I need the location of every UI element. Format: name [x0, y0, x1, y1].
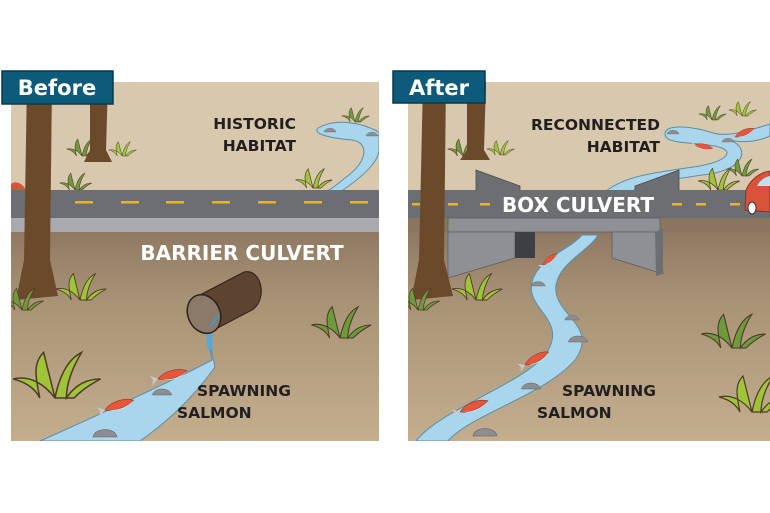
- habitat-label-line2: HABITAT: [587, 138, 661, 156]
- culvert-label: BARRIER CULVERT: [140, 241, 344, 265]
- salmon-label-line1: SPAWNING: [562, 382, 656, 400]
- road-shoulder: [11, 218, 379, 232]
- habitat-label-line1: HISTORIC: [213, 115, 296, 133]
- road: [408, 190, 770, 218]
- culvert-label: BOX CULVERT: [502, 193, 654, 217]
- historic-stream: [316, 121, 379, 193]
- road-dashes: [75, 201, 368, 204]
- salmon-label-line2: SALMON: [177, 404, 252, 422]
- tree-trunk: [411, 82, 453, 300]
- car-icon: [744, 170, 770, 215]
- stream: [415, 234, 599, 441]
- box-culvert-structure: [447, 217, 664, 279]
- after-tag-text: After: [409, 76, 470, 100]
- lower-ground: [11, 222, 379, 441]
- before-tag-text: Before: [18, 76, 96, 100]
- box-culvert-upper-wings: [475, 169, 680, 193]
- road-dashes: [412, 203, 740, 206]
- habitat-label-line2: HABITAT: [223, 137, 297, 155]
- barrier-culvert-pipe: [186, 271, 262, 335]
- after-tag: After: [392, 70, 486, 104]
- stream: [39, 334, 216, 441]
- salmon-label-line1: SPAWNING: [197, 382, 291, 400]
- before-panel: HISTORIC HABITAT BARRIER CULVERT SPAWNIN…: [1, 70, 379, 441]
- road: [11, 190, 379, 218]
- after-panel: RECONNECTED HABITAT BOX CULVERT SPAWNING…: [392, 70, 770, 441]
- salmon-label-line2: SALMON: [537, 404, 612, 422]
- before-tag: Before: [1, 70, 114, 105]
- habitat-label-line1: RECONNECTED: [531, 116, 660, 134]
- tree-trunk: [16, 82, 58, 300]
